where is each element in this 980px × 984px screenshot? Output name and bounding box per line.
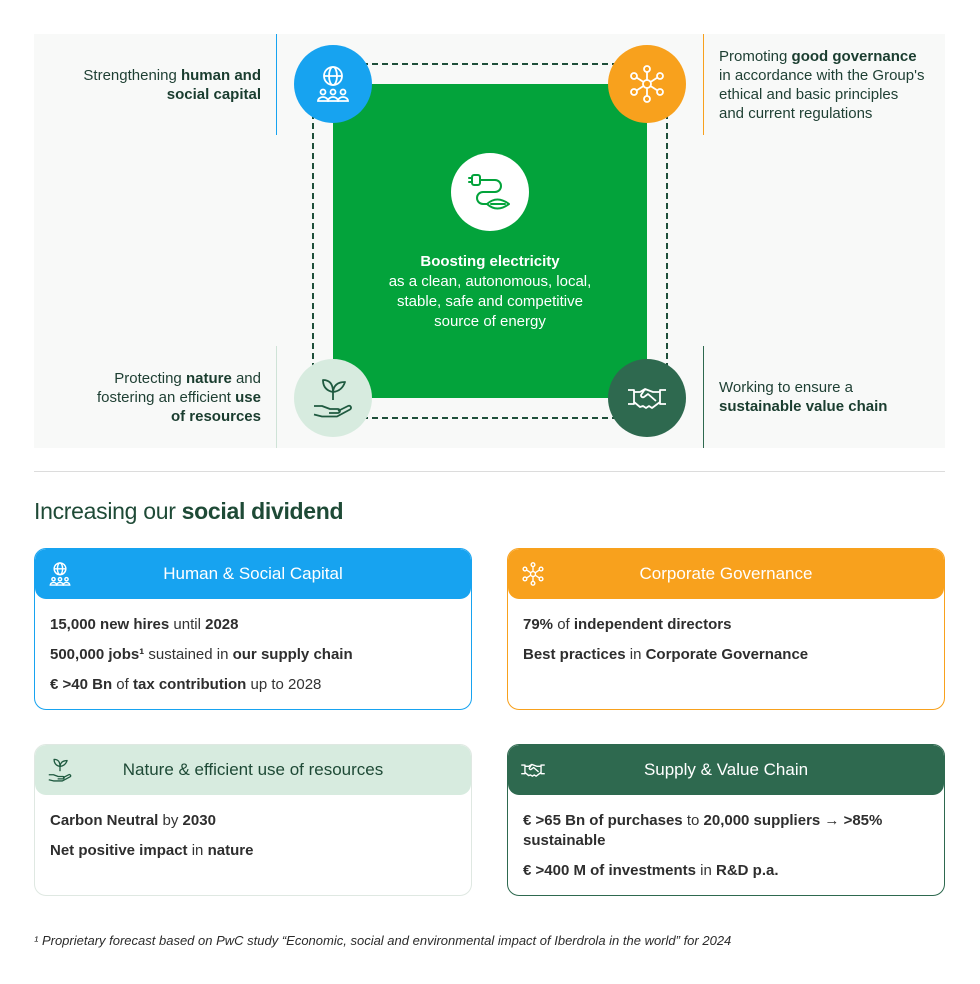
label-text: Strengthening (83, 67, 181, 84)
label-text: Protecting (114, 370, 186, 387)
accent-line (276, 346, 277, 448)
label-top-right: Promoting good governance in accordance … (719, 47, 924, 123)
row-text: by (158, 812, 183, 829)
label-text: Promoting (719, 48, 792, 65)
label-bold: use (235, 389, 261, 406)
card-row: Carbon Neutral by 2030 (50, 811, 456, 831)
row-text: up to 2028 (246, 676, 322, 693)
row-bold-text: R&D p.a. (716, 862, 779, 879)
label-text: Working to ensure a (719, 379, 853, 396)
label-text: ethical and basic principles (719, 86, 899, 103)
card-row: € >400 M of investments in R&D p.a. (523, 861, 929, 881)
accent-line (703, 34, 704, 135)
accent-line (276, 34, 277, 135)
row-bold-text: our supply chain (232, 646, 353, 663)
card-nature-resources: Nature & efficient use of resources Carb… (34, 744, 472, 896)
row-bold-text: tax contribution (132, 676, 247, 693)
card-header: Human & Social Capital (35, 549, 471, 599)
card-body: 15,000 new hires until 2028 500,000 jobs¹… (35, 599, 471, 695)
card-row: € >40 Bn of tax contribution up to 2028 (50, 675, 456, 695)
label-bold: nature (185, 370, 232, 387)
center-square (333, 84, 647, 398)
hand-plant-icon (47, 757, 73, 783)
row-text: of (553, 616, 574, 633)
row-bold-text: 2030 (182, 812, 216, 829)
label-top-left: Strengthening human and social capital (83, 66, 261, 104)
network-nodes-icon (520, 561, 546, 587)
label-bottom-right: Working to ensure a sustainable value ch… (719, 378, 887, 416)
card-row: Net positive impact in nature (50, 841, 456, 861)
center-line: stable, safe and competitive (397, 293, 583, 310)
label-bold: human and (180, 67, 261, 84)
label-bottom-left: Protecting nature and fostering an effic… (97, 369, 261, 426)
label-bold: of resources (170, 408, 261, 425)
card-title: Nature & efficient use of resources (122, 760, 384, 779)
card-row: Best practices in Corporate Governance (523, 645, 929, 665)
row-text: in (695, 862, 716, 879)
card-row: € >65 Bn of purchases to 20,000 supplier… (523, 811, 929, 851)
row-text: of (112, 676, 133, 693)
section-title-bold: social dividend (181, 498, 344, 524)
card-row: 79% of independent directors (523, 615, 929, 635)
hand-plant-icon (294, 359, 372, 437)
label-text: and current regulations (719, 105, 873, 122)
section-title: Increasing our social dividend (34, 498, 344, 525)
center-line: source of energy (434, 313, 546, 330)
handshake-icon (608, 359, 686, 437)
row-text: until (169, 616, 206, 633)
center-title: Boosting electricity (420, 253, 560, 270)
row-bold-text: 20,000 suppliers → >85% sustainable (523, 812, 883, 849)
accent-line (703, 346, 704, 448)
row-text: in (625, 646, 646, 663)
handshake-icon (520, 757, 546, 783)
section-title-regular: Increasing our (34, 498, 182, 524)
center-text: Boosting electricity as a clean, autonom… (360, 252, 620, 332)
label-text: in accordance with the Group's (719, 67, 925, 84)
label-bold: social capital (166, 86, 261, 103)
plug-leaf-icon (451, 153, 529, 231)
network-nodes-icon (608, 45, 686, 123)
section-divider (34, 471, 945, 472)
card-title: Corporate Governance (639, 564, 813, 583)
row-bold-text: 2028 (205, 616, 239, 633)
label-text: fostering an efficient (96, 389, 236, 406)
globe-people-icon (47, 561, 73, 587)
row-bold-text: 79% (523, 616, 554, 633)
globe-people-icon (294, 45, 372, 123)
card-body: € >65 Bn of purchases to 20,000 supplier… (508, 795, 944, 881)
row-bold-text: 500,000 jobs¹ (50, 646, 145, 663)
label-text: and (231, 370, 261, 387)
row-text: to (682, 812, 704, 829)
card-title: Human & Social Capital (163, 564, 343, 583)
row-bold-text: € >400 M of investments (523, 862, 696, 879)
row-bold-text: € >65 Bn of purchases (523, 812, 683, 829)
card-corporate-governance: Corporate Governance 79% of independent … (507, 548, 945, 710)
label-bold: sustainable value chain (719, 398, 888, 415)
card-header: Supply & Value Chain (508, 745, 944, 795)
card-supply-value-chain: Supply & Value Chain € >65 Bn of purchas… (507, 744, 945, 896)
label-bold: good governance (791, 48, 917, 65)
row-bold-text: Corporate Governance (645, 646, 809, 663)
card-header: Nature & efficient use of resources (35, 745, 471, 795)
row-bold-text: independent directors (573, 616, 732, 633)
card-header: Corporate Governance (508, 549, 944, 599)
center-line: as a clean, autonomous, local, (388, 273, 592, 290)
dashed-frame (312, 63, 668, 419)
row-text: sustained in (144, 646, 233, 663)
row-bold-text: Net positive impact (50, 842, 188, 859)
card-human-social-capital: Human & Social Capital 15,000 new hires … (34, 548, 472, 710)
row-bold-text: Best practices (523, 646, 626, 663)
card-row: 500,000 jobs¹ sustained in our supply ch… (50, 645, 456, 665)
card-title: Supply & Value Chain (643, 760, 809, 779)
row-bold-text: € >40 Bn (50, 676, 113, 693)
row-text: in (187, 842, 208, 859)
row-bold-text: nature (207, 842, 254, 859)
row-bold-text: 15,000 new hires (50, 616, 170, 633)
row-bold-text: Carbon Neutral (50, 812, 159, 829)
footnote: ¹ Proprietary forecast based on PwC stud… (34, 933, 732, 948)
card-row: 15,000 new hires until 2028 (50, 615, 456, 635)
